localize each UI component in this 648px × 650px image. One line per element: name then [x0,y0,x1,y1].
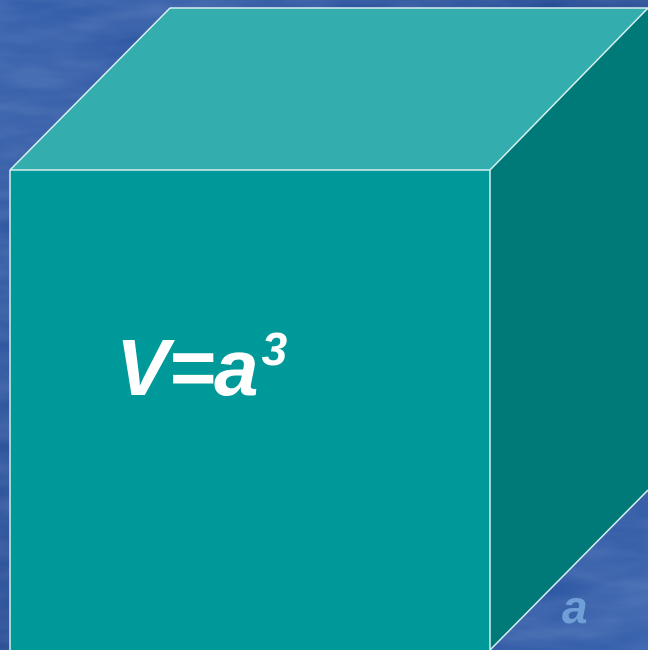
cube-edge [489,7,648,171]
cube-top-face [10,8,648,170]
edge-length-label: a [562,581,588,633]
volume-formula: V=a3 [116,323,287,419]
formula-base: a [214,323,258,412]
cube-edge [9,7,171,171]
cube-front-face [10,170,490,650]
cube-edge [489,489,648,650]
formula-exponent: 3 [261,323,288,375]
formula-volume-symbol: V [116,323,169,412]
cube-edges [9,7,648,650]
formula-equals-sign: = [168,323,215,412]
cube-side-face [490,8,648,650]
